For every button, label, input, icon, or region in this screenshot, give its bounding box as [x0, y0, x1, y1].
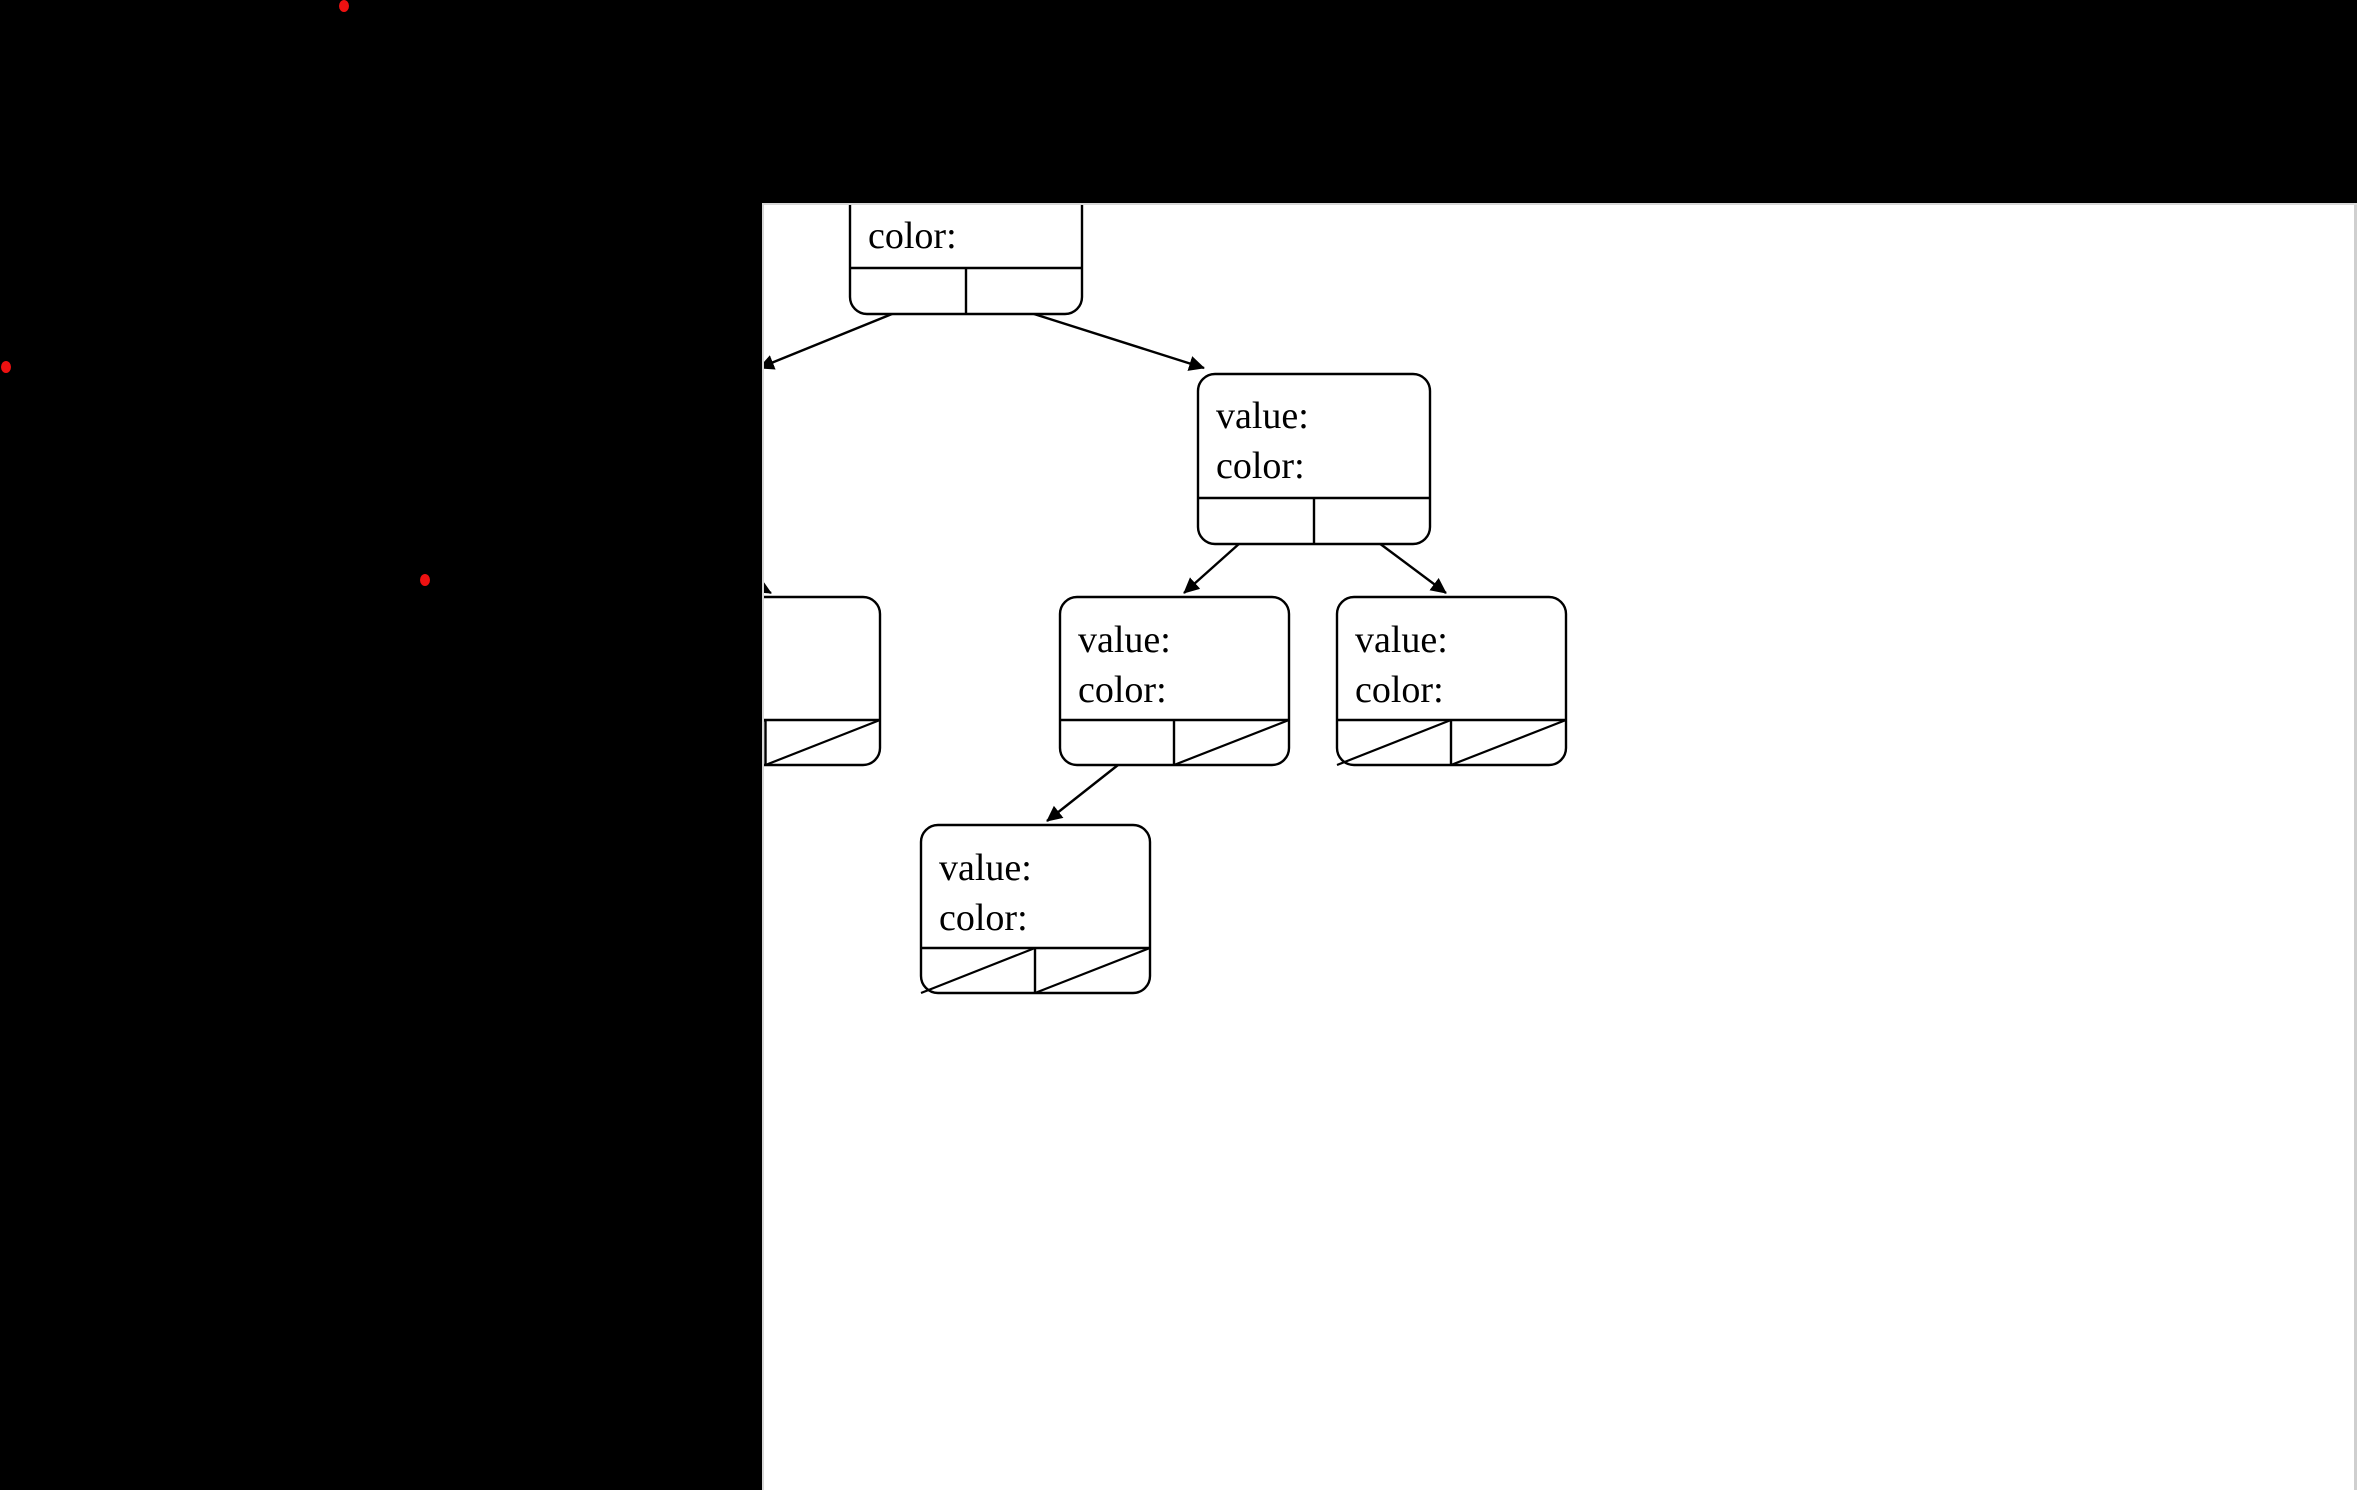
- node-deep-color-label: color:: [939, 897, 1028, 939]
- tree-node-right-left-grandchild[interactable]: value: color:: [1058, 595, 1291, 767]
- node-root-value-label: value:: [868, 205, 961, 207]
- node-rl-value-label: value:: [1078, 619, 1171, 661]
- edge-right-to-rightleft: [1183, 542, 1241, 594]
- node-rl-color-label: color:: [1078, 669, 1167, 711]
- tree-node-right-child[interactable]: value: color:: [1196, 372, 1432, 546]
- marker-dot-3: [420, 574, 430, 586]
- edge-right-to-rightright: [1378, 542, 1447, 594]
- node-deep-null-left-pointer: [920, 946, 1036, 995]
- node-right-value-label: value:: [1216, 395, 1309, 437]
- tree-node-right-right-grandchild[interactable]: value: color:: [1335, 595, 1568, 767]
- node-rr-null-left-pointer: [1336, 718, 1452, 767]
- edge-root-to-left: [764, 312, 893, 370]
- node-deep-null-right-pointer: [1034, 946, 1151, 995]
- tree-node-deepest[interactable]: value: color:: [919, 823, 1152, 995]
- edge-left-to-leftright: [764, 579, 772, 595]
- tree-node-root[interactable]: value: color:: [848, 205, 1084, 316]
- node-rl-null-right-pointer: [1173, 718, 1290, 767]
- tree-node-left-right-grandchild[interactable]: value: color:: [764, 595, 882, 767]
- binary-tree-diagram: value: color: value: color: value: color…: [764, 205, 1568, 995]
- node-lr-null-right-pointer: [765, 718, 881, 767]
- node-deep-value-label: value:: [939, 847, 1032, 889]
- node-root-color-label: color:: [868, 215, 957, 257]
- marker-dot-1: [339, 0, 349, 12]
- panel-right-edge: [2354, 205, 2357, 1490]
- node-rr-null-right-pointer: [1450, 718, 1567, 767]
- edge-group: [764, 312, 1447, 822]
- node-rr-color-label: color:: [1355, 669, 1444, 711]
- edge-root-to-right: [1033, 312, 1205, 371]
- diagram-panel[interactable]: value: color: value: color: value: color…: [762, 203, 2357, 1490]
- node-rr-value-label: value:: [1355, 619, 1448, 661]
- marker-dot-2: [1, 361, 11, 373]
- edge-rightleft-to-deep: [1046, 764, 1119, 822]
- node-right-color-label: color:: [1216, 445, 1305, 487]
